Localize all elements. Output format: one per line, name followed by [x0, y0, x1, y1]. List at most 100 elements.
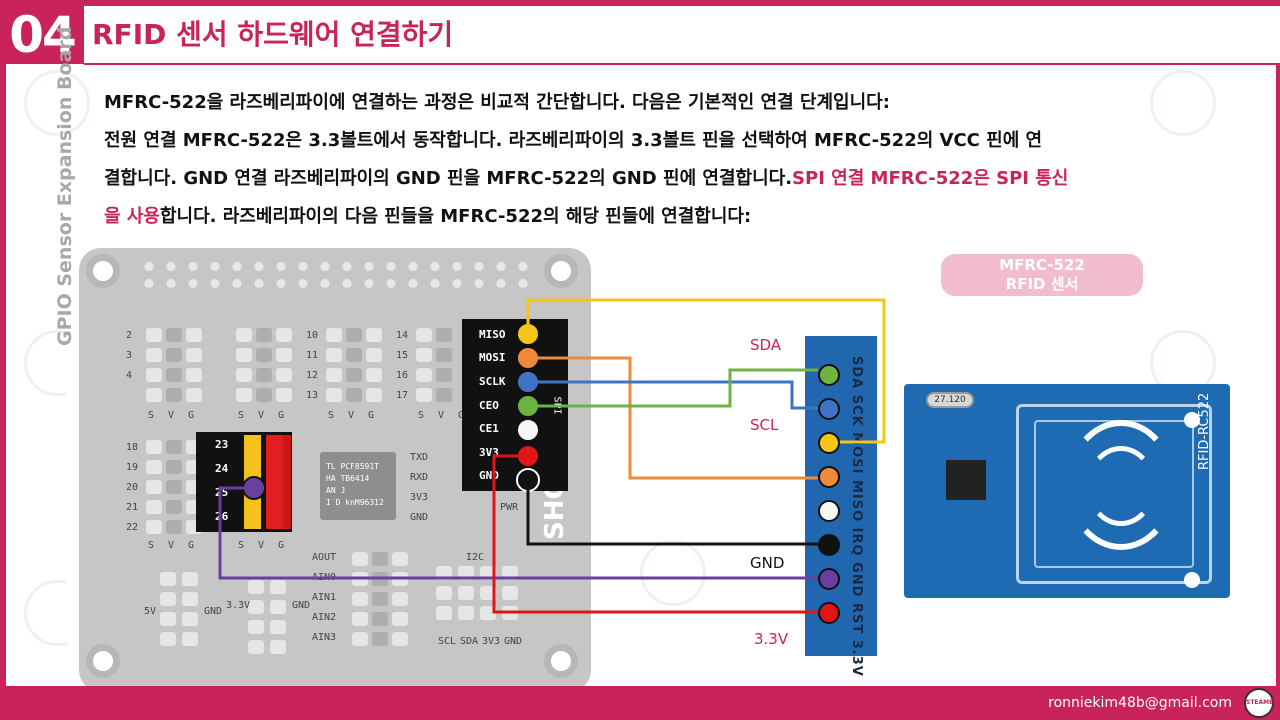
spi-pin-label: MISO [479, 328, 506, 341]
row-number: 15 [396, 350, 409, 361]
row-number: 11 [306, 350, 319, 361]
gnd-wire [526, 480, 818, 546]
footer-logo-icon: STEAMEDU 123 [1244, 688, 1280, 718]
svg-label: V [168, 410, 175, 421]
pin-column [236, 328, 252, 402]
badge-line: MFRC-522 [999, 256, 1085, 274]
pin-column [248, 580, 264, 654]
mounting-hole [544, 254, 578, 288]
power-pin-label: GND [292, 600, 311, 611]
pwr-label: PWR [500, 502, 519, 513]
svg-label: S [238, 540, 245, 551]
slide-footer: ronniekim48b@gmail.com STEAMEDU 123 [0, 686, 1280, 720]
chip-text: I D knM96312 [326, 498, 384, 507]
top-accent-strip [0, 0, 1280, 6]
slide-header: 04 RFID 센서 하드웨어 연결하기 [0, 6, 1280, 65]
analog-pin-label: AIN3 [312, 632, 337, 643]
row-number: 12 [306, 370, 319, 381]
highlight-text: 을 사용 [104, 206, 160, 227]
red-pin-bar [266, 435, 283, 529]
row-number: 10 [306, 330, 319, 341]
pin-column [166, 440, 182, 534]
i2c-pin-label: SCL [438, 636, 457, 647]
miso-wire [526, 298, 886, 444]
svg-label: S [148, 540, 155, 551]
svg-label: S [418, 410, 425, 421]
pin-column [186, 328, 202, 402]
analog-pin-label: AOUT [312, 552, 337, 563]
watermark-logo [24, 70, 90, 136]
power-pin-label: GND [204, 606, 223, 617]
wire-label-scl: SCL [750, 416, 779, 434]
rfid-pin-rst [818, 568, 840, 590]
body-line: MFRC-522을 라즈베리파이에 연결하는 과정은 비교적 간단합니다. 다음… [104, 92, 890, 113]
rfid-ic [946, 460, 986, 500]
body-text-segment: 합니다. 라즈베리파이의 다음 핀들을 MFRC-522의 해당 핀들에 연결합… [159, 206, 752, 227]
mounting-hole [544, 644, 578, 678]
analog-pin-label: AIN2 [312, 612, 337, 623]
row-number: 4 [126, 370, 133, 381]
svg-label: V [168, 540, 175, 551]
badge-line: RFID 센서 [1005, 275, 1079, 293]
mount-hole-sensor [1184, 412, 1200, 428]
body-paragraph: MFRC-522을 라즈베리파이에 연결하는 과정은 비교적 간단합니다. 다음… [104, 84, 1244, 236]
uart-pin-label: TXD [410, 452, 429, 463]
gpio-label: 23 [215, 438, 229, 451]
mosi-wire [528, 356, 818, 480]
svg-label: V [348, 410, 355, 421]
red-pin-bar [283, 435, 291, 529]
gpio-25-wire [218, 486, 818, 580]
spi-pin-label: CE1 [479, 422, 499, 435]
adc-chip [320, 452, 396, 520]
spi-pin-label: CEO [479, 399, 499, 412]
mount-hole-sensor [1184, 572, 1200, 588]
pin-column [256, 328, 272, 402]
chip-text: TL PCF8591T [326, 462, 379, 471]
i2c-pin-label: 3V3 [482, 636, 501, 647]
gpio-top-pin-row [138, 258, 528, 292]
mounting-hole [86, 254, 120, 288]
pin-column [326, 328, 342, 402]
i2c-label: I2C [466, 552, 485, 563]
wire-label-sda: SDA [750, 336, 782, 354]
v33-wire [492, 454, 818, 614]
page-title: RFID 센서 하드웨어 연결하기 [92, 18, 454, 51]
rfid-wave-icon [1066, 420, 1176, 550]
pin-column [166, 328, 182, 402]
rfid-wave-icon [1086, 446, 1156, 526]
pin-column [392, 552, 408, 646]
wire-label-gnd: GND [750, 554, 785, 572]
svg-label: S [328, 410, 335, 421]
watermark-logo [640, 540, 706, 606]
ceo-wire [528, 368, 818, 408]
rfid-antenna [1016, 404, 1212, 584]
analog-pin-label: AIN1 [312, 592, 337, 603]
uart-pin-label: GND [410, 512, 429, 523]
power-pin-label: 5V [144, 606, 157, 617]
uart-pin-label: RXD [410, 472, 429, 483]
sensor-badge: MFRC-522 RFID 센서 [941, 254, 1143, 296]
svg-label: G [188, 540, 195, 551]
svg-label: G [188, 410, 195, 421]
row-number: 2 [126, 330, 133, 341]
svg-label: S [238, 410, 245, 421]
rfid-pin-sda [818, 364, 840, 386]
i2c-pin-label: GND [504, 636, 523, 647]
row-number: 13 [306, 390, 319, 401]
highlight-text: SPI 연결 MFRC-522은 SPI 통신 [792, 168, 1069, 189]
body-text-segment: 결합니다. GND 연결 라즈베리파이의 GND 핀을 MFRC-522의 GN… [104, 168, 793, 189]
rfid-pin-gnd [818, 534, 840, 556]
chip-text: HA TB6414 [326, 474, 370, 483]
pin-column [436, 328, 452, 402]
svg-label: V [258, 410, 265, 421]
pin-column [416, 328, 432, 402]
pin-column [182, 572, 198, 646]
svg-label: G [458, 410, 464, 421]
mounting-hole [86, 644, 120, 678]
svg-label: G [278, 410, 285, 421]
rfid-pin-miso [818, 466, 840, 488]
pin-column [146, 440, 162, 534]
svg-label: G [278, 540, 285, 551]
pin-column [366, 328, 382, 402]
